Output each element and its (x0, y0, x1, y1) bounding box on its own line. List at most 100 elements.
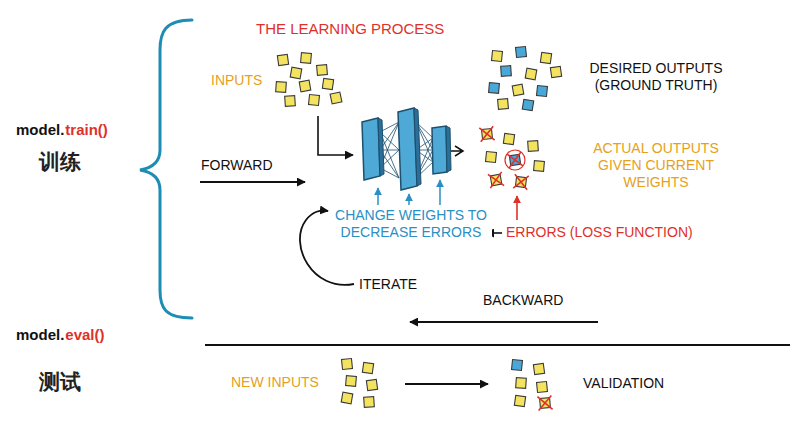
sticky-note-paper (537, 86, 548, 97)
sticky-note-paper (330, 92, 342, 104)
sticky-note-paper (492, 51, 503, 62)
sticky-note (512, 84, 524, 96)
weight-update-arrow (439, 180, 441, 205)
sticky-note (533, 363, 544, 374)
sticky-note (479, 126, 494, 141)
sticky-note (301, 53, 312, 64)
input-arrow (318, 116, 353, 155)
sticky-note (276, 82, 287, 93)
error-cross (513, 174, 529, 190)
weight-update-label: CHANGE WEIGHTS TO DECREASE ERRORS (330, 207, 492, 241)
error-cross (507, 152, 523, 168)
sticky-note (366, 379, 377, 390)
sticky-note (522, 99, 533, 110)
sticky-note (513, 174, 529, 190)
sticky-note (317, 65, 328, 76)
actual-outputs-label: ACTUAL OUTPUTS GIVEN CURRENT WEIGHTS (585, 140, 727, 190)
validation-arrow (405, 383, 488, 385)
weight-update-arrow (377, 188, 379, 205)
sticky-note-paper (512, 360, 523, 371)
sticky-note-paper (540, 52, 551, 63)
sticky-note-paper (534, 161, 545, 172)
sticky-note-paper (533, 363, 544, 374)
sticky-note-paper (342, 359, 353, 370)
api-call-prefix: model. (15, 121, 65, 139)
phase-label: 测试 (38, 370, 82, 395)
sticky-note (507, 152, 523, 168)
sticky-note-paper (498, 99, 509, 110)
api-call-prefix: model. (15, 326, 65, 344)
curly-brace (140, 20, 192, 318)
sticky-note (346, 376, 357, 387)
sticky-note (299, 80, 311, 92)
sticky-note (528, 141, 539, 152)
phase-label: 训练 (38, 150, 82, 175)
backward-arrow (410, 321, 598, 323)
neural-network (362, 108, 463, 190)
sticky-note-paper (285, 96, 296, 107)
sticky-note (290, 67, 302, 79)
error-cross (537, 395, 552, 410)
sticky-note-paper (276, 82, 287, 93)
sticky-note-paper (346, 376, 357, 387)
sticky-note-paper (537, 382, 548, 393)
sticky-note (534, 161, 545, 172)
sticky-note-paper (299, 80, 311, 92)
sticky-note (525, 68, 537, 80)
sticky-note-paper (322, 78, 333, 89)
sticky-note-paper (512, 84, 524, 96)
ground-truth-label: DESIRED OUTPUTS (GROUND TRUTH) (575, 60, 737, 94)
error-pointer-arrow (516, 196, 518, 220)
sticky-note-paper (362, 362, 373, 373)
sticky-note-paper (525, 68, 537, 80)
sticky-note (516, 47, 527, 58)
sticky-note-paper (522, 99, 533, 110)
sticky-note-paper (550, 66, 561, 77)
sticky-note-paper (489, 83, 500, 94)
sticky-note (362, 362, 373, 373)
network-layer-side (414, 108, 421, 186)
sticky-note (498, 99, 509, 110)
forward-label: FORWARD (200, 157, 274, 174)
output-chevron (451, 146, 463, 156)
sticky-note (492, 51, 503, 62)
sticky-note (341, 392, 353, 404)
diagram-title: THE LEARNING PROCESS (255, 20, 445, 38)
new-inputs-label: NEW INPUTS (230, 374, 320, 391)
sticky-note-paper (486, 152, 497, 163)
sticky-note-paper (341, 392, 353, 404)
sticky-note-paper (516, 47, 527, 58)
validation-label: VALIDATION (582, 375, 665, 392)
sticky-note-paper (290, 67, 302, 79)
error-circle (505, 150, 525, 170)
sticky-note (537, 395, 552, 410)
error-cross (488, 172, 504, 188)
sticky-note (330, 92, 342, 104)
sticky-note-paper (503, 133, 514, 144)
sticky-note (537, 86, 548, 97)
sticky-note (322, 78, 333, 89)
sticky-note (503, 133, 514, 144)
sticky-note-paper (277, 54, 288, 65)
api-call-method: eval() (64, 326, 105, 344)
sticky-note-paper (528, 141, 539, 152)
iterate-label: ITERATE (358, 276, 418, 293)
sticky-note (516, 378, 527, 389)
forward-arrow (200, 181, 305, 183)
backward-label: BACKWARD (482, 292, 564, 309)
sticky-note (550, 66, 561, 77)
sticky-note (512, 360, 523, 371)
sticky-note (486, 152, 497, 163)
loss-label: ERRORS (LOSS FUNCTION) (505, 224, 694, 241)
sticky-note (342, 359, 353, 370)
sticky-note-paper (366, 379, 377, 390)
sticky-note-paper (301, 53, 312, 64)
sticky-note (540, 52, 551, 63)
sticky-note (364, 397, 375, 408)
sticky-note-paper (317, 65, 328, 76)
sticky-note-paper (364, 397, 375, 408)
network-layer (432, 126, 447, 174)
sticky-note (309, 95, 320, 106)
sticky-note (488, 172, 504, 188)
